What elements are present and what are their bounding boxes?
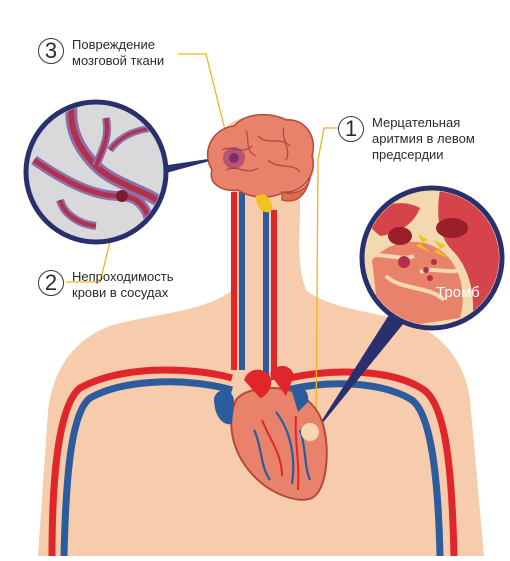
callout-2-line-2: крови в сосудах — [72, 285, 169, 300]
vessel-clot — [116, 190, 128, 202]
brain — [206, 113, 315, 213]
left-arm-artery — [48, 366, 233, 557]
lightning-icon — [416, 234, 430, 252]
callout-number-3: 3 — [38, 38, 64, 64]
heart-magnifier-pointer — [312, 310, 408, 436]
callout-3-line-1: Повреждение — [72, 37, 155, 52]
brain-vessel-magnifier — [23, 99, 169, 245]
body-silhouette — [38, 115, 484, 556]
callout-3-line-2: мозговой ткани — [72, 53, 165, 68]
leader-line-1 — [315, 127, 338, 431]
callout-number-2: 2 — [38, 270, 64, 296]
heart-atrium-magnifier — [359, 185, 505, 331]
callout-2-line-1: Непроходимость — [72, 269, 174, 284]
left-arm-vein — [60, 378, 233, 557]
callout-label-1: Мерцательная аритмия в левом предсердии — [372, 115, 475, 163]
leader-line-3 — [178, 53, 233, 159]
callout-1-line-2: аритмия в левом — [372, 131, 475, 146]
heart — [214, 365, 328, 501]
callout-1-line-3: предсердии — [372, 147, 444, 162]
callout-label-2: Непроходимость крови в сосудах — [72, 269, 174, 301]
lightning-icon — [434, 240, 448, 258]
callout-1-line-1: Мерцательная — [372, 115, 461, 130]
callout-label-3: Повреждение мозговой ткани — [72, 37, 164, 69]
thrombus-label: Тромб — [436, 284, 480, 301]
callout-number-1: 1 — [338, 116, 364, 142]
right-arm-vein — [278, 380, 444, 557]
right-arm-artery — [281, 368, 458, 557]
